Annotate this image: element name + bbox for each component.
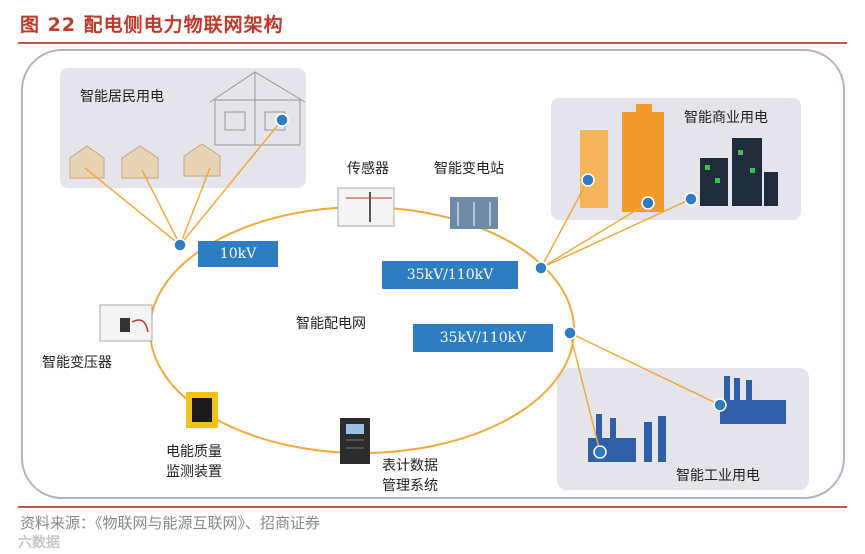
sensor-label: 传感器	[347, 161, 389, 177]
title-rule	[18, 42, 847, 44]
residential-house-small-icons	[69, 143, 221, 179]
junction-nodes	[173, 113, 727, 459]
center-label: 智能配电网	[296, 316, 366, 332]
figure-title: 图 22 配电侧电力物联网架构	[20, 14, 284, 36]
voltage-box-35kv-bottom: 35kV/110kV	[413, 324, 553, 352]
voltage-box-35kv-top: 35kV/110kV	[382, 261, 518, 289]
source-note: 资料来源：《物联网与能源互联网》、招商证券	[20, 514, 321, 532]
footer-rule	[18, 506, 847, 508]
meter-data-label-line1: 表计数据	[382, 458, 438, 474]
power-quality-monitor-icon	[186, 392, 218, 428]
transformer-label: 智能变压器	[42, 355, 112, 371]
substation-label: 智能变电站	[434, 161, 504, 177]
sensor-pole-icon	[337, 187, 395, 227]
power-quality-label-line1: 电能质量	[166, 444, 222, 460]
residential-zone-label: 智能居民用电	[80, 89, 164, 105]
industrial-factory-icons	[588, 376, 786, 462]
watermark: 六数据	[18, 535, 60, 551]
power-quality-label-line2: 监测装置	[166, 464, 222, 480]
substation-icon	[450, 197, 498, 229]
commercial-zone-label: 智能商业用电	[684, 110, 768, 126]
outer-frame	[21, 49, 845, 499]
commercial-orange-towers-icon	[580, 104, 664, 212]
meter-data-label-line2: 管理系统	[382, 478, 438, 494]
transformer-icon	[99, 304, 153, 342]
meter-cabinet-icon	[340, 418, 370, 464]
industrial-zone-label: 智能工业用电	[676, 468, 760, 484]
branch-lines	[84, 119, 721, 453]
commercial-dark-buildings-icon	[700, 138, 778, 206]
voltage-box-10kv: 10kV	[198, 241, 278, 267]
